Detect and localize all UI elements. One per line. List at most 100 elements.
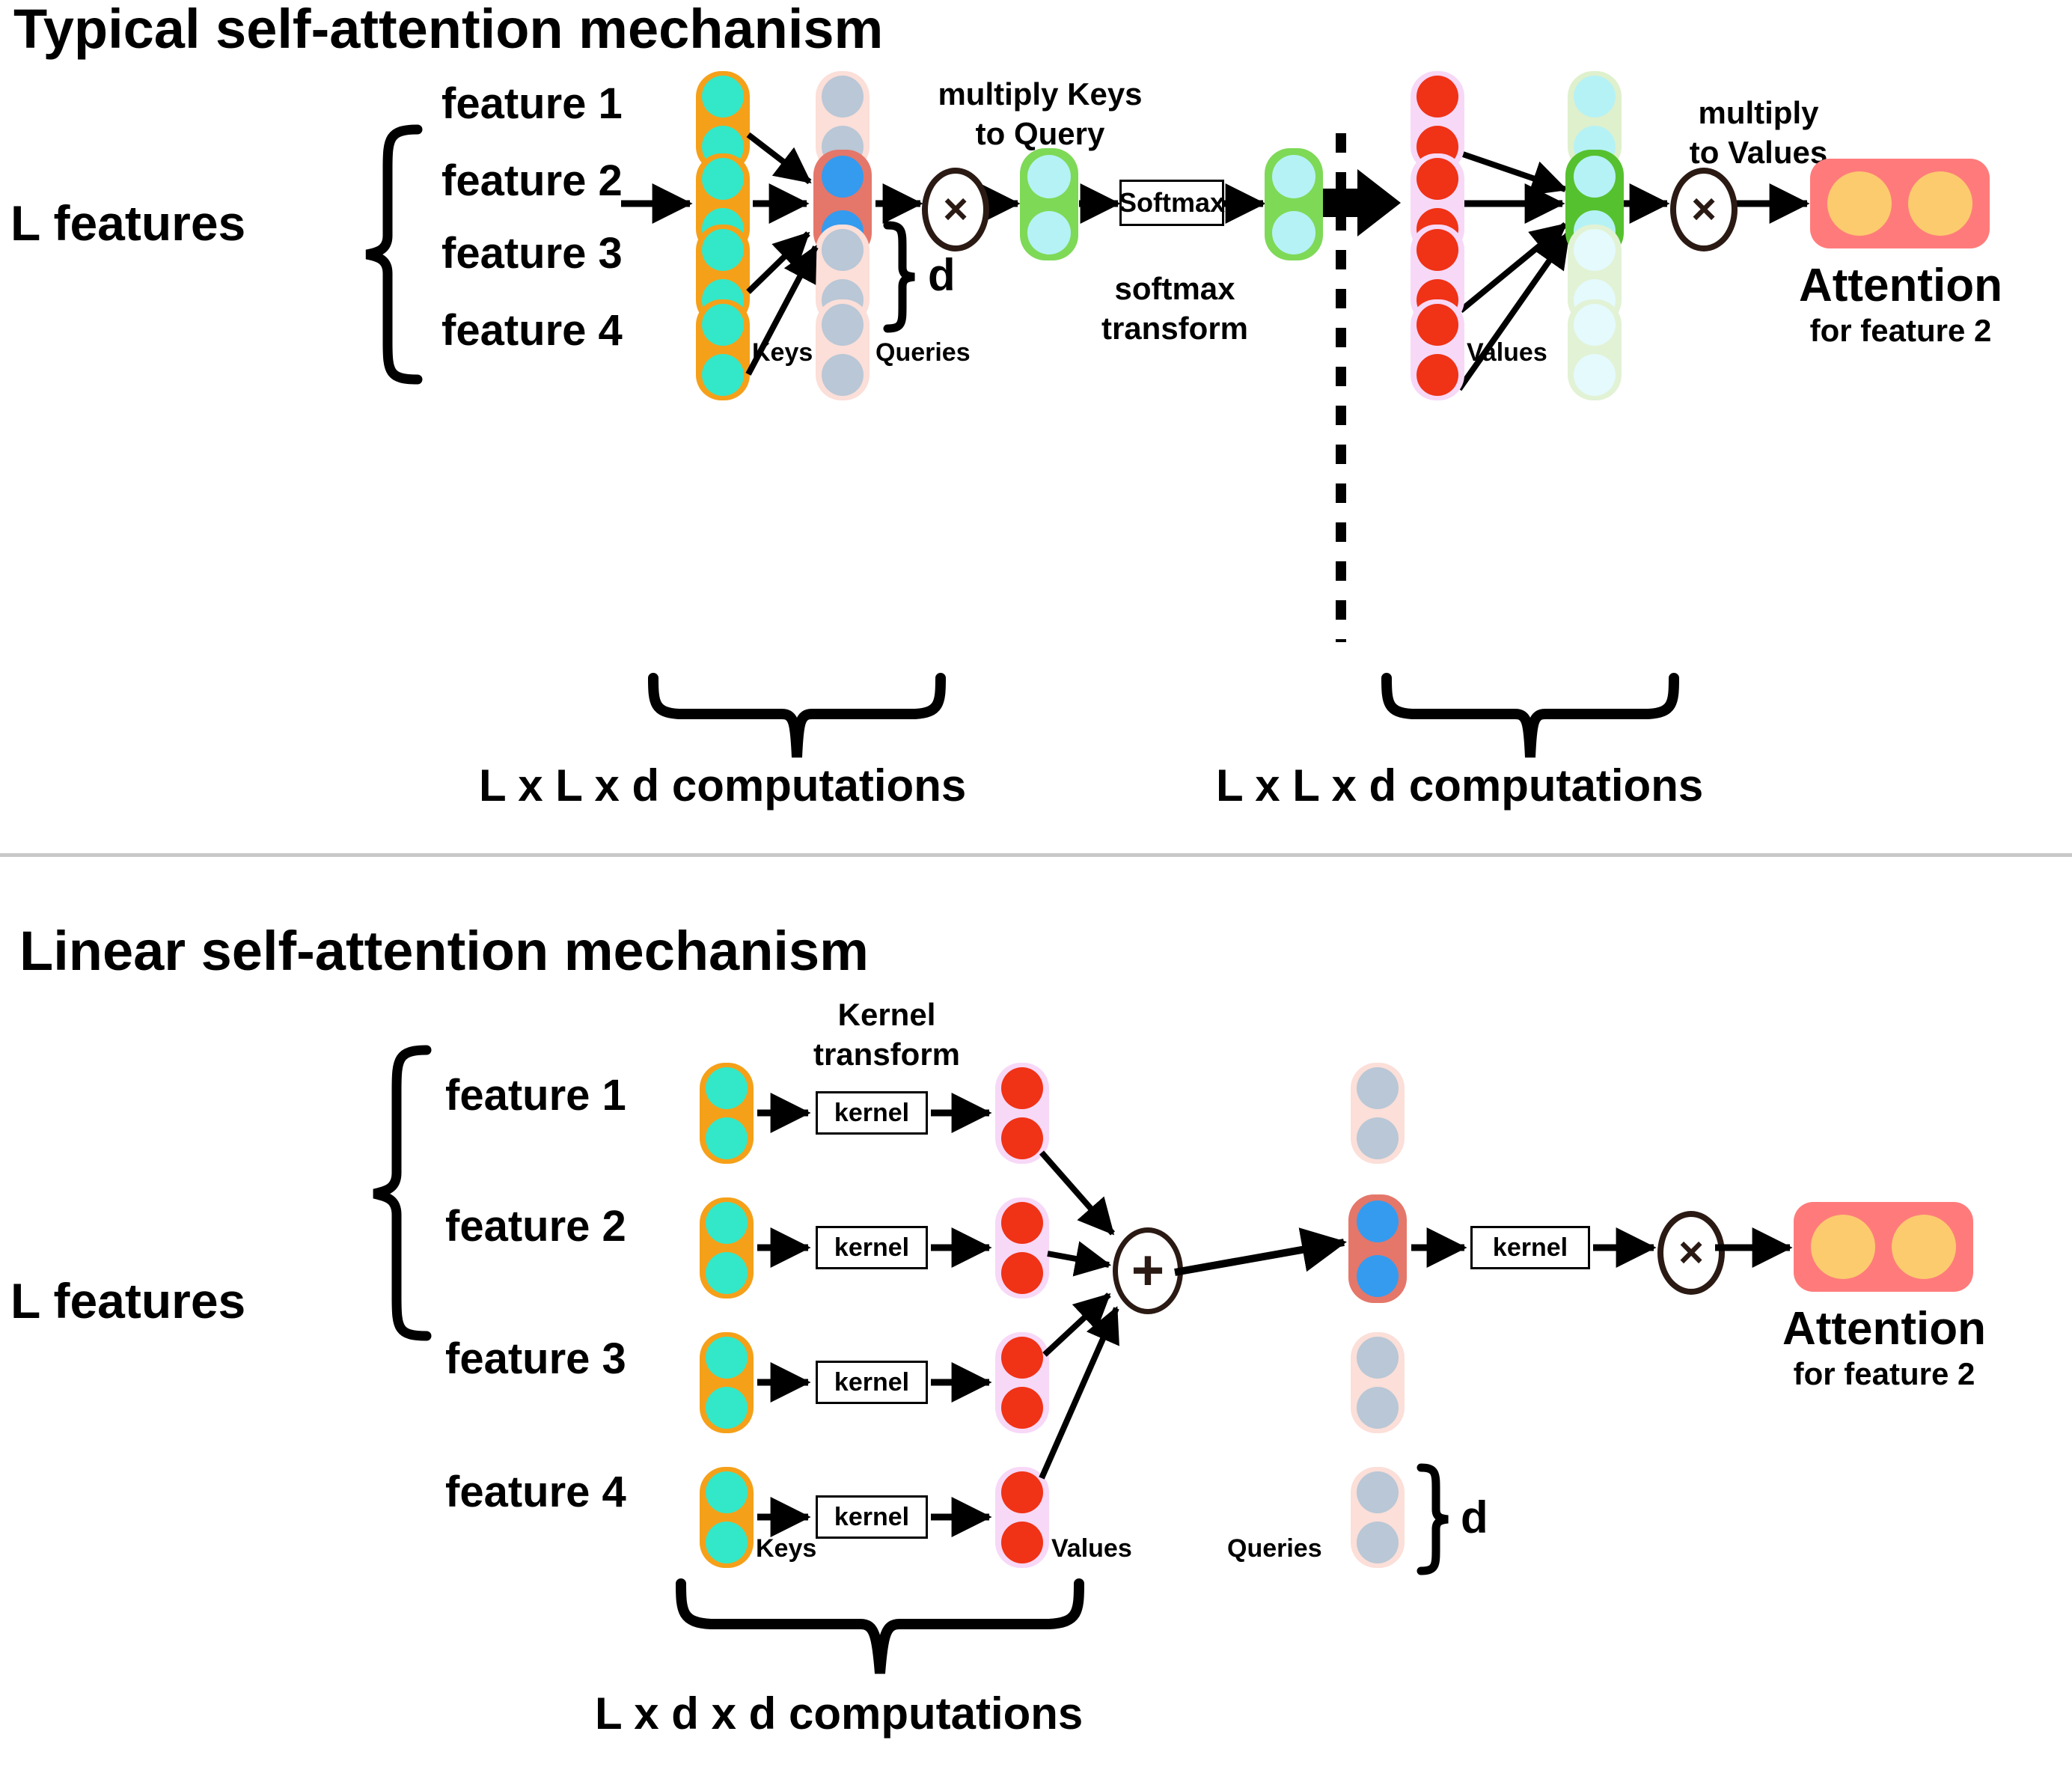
dim-brace-bottom	[1417, 1463, 1449, 1575]
panel-title-linear: Linear self-attention mechanism	[19, 920, 869, 982]
values-column-label-top: Values	[1467, 338, 1547, 367]
keys-dot	[702, 75, 744, 118]
keys-dot	[702, 354, 744, 397]
l-features-brace-top	[365, 124, 423, 385]
annotation-multiply-to-values: multiply to Values	[1639, 94, 1878, 172]
queries-capsule-top-4	[816, 299, 870, 400]
queries-dot	[822, 354, 864, 397]
kernel-box-2: kernel	[816, 1226, 928, 1269]
values-dot	[1001, 1387, 1043, 1429]
score-dot	[1027, 154, 1071, 198]
group-label-l-features-top: L features	[10, 195, 246, 251]
complexity-label-bottom: L x d x d computations	[595, 1688, 1084, 1739]
feature-label-bottom-1: feature 1	[445, 1071, 626, 1120]
values-dot	[1001, 1201, 1043, 1244]
values-capsule-bottom-2	[995, 1197, 1049, 1299]
keys-capsule-bottom-4	[700, 1467, 754, 1568]
score-dot	[1027, 210, 1071, 254]
softmax-caption-line-1: softmax	[1114, 271, 1235, 306]
queries-dot	[822, 228, 864, 271]
annotation-multiply-keys-to-query: multiply Keys to Query	[890, 75, 1190, 153]
feature-label-top-3: feature 3	[441, 229, 623, 278]
weighted-dot	[1574, 156, 1616, 198]
values-dot	[1417, 228, 1458, 271]
query-highlight-dot	[1357, 1200, 1399, 1243]
keys-dot	[706, 1471, 748, 1513]
feature-label-bottom-4: feature 4	[445, 1468, 626, 1516]
queries-dot	[1357, 1336, 1399, 1379]
attention-title-top: Attention	[1798, 260, 2003, 311]
values-dot	[1001, 1471, 1043, 1513]
queries-dot	[1357, 1522, 1399, 1564]
values-capsule-bottom-4	[995, 1467, 1049, 1568]
values-dot	[1001, 1252, 1043, 1295]
attention-output-bottom	[1794, 1202, 1973, 1292]
feature-label-bottom-3: feature 3	[445, 1334, 626, 1383]
scores-capsule-pre-softmax	[1020, 148, 1078, 260]
queries-capsule-bottom-1	[1351, 1063, 1405, 1164]
multiply-glyph: ×	[1678, 1228, 1704, 1277]
annotation-line-2: to Values	[1689, 134, 1828, 170]
complexity-brace-right-top	[1381, 673, 1679, 758]
queries-dot	[1357, 1066, 1399, 1109]
query-highlight-dot	[1357, 1254, 1399, 1297]
complexity-brace-bottom	[676, 1578, 1084, 1674]
keys-column-label-bottom: Keys	[756, 1534, 817, 1563]
values-dot	[1417, 354, 1458, 397]
query-highlight-dot	[822, 156, 864, 198]
keys-dot	[706, 1117, 748, 1160]
weighted-dot	[1574, 228, 1616, 271]
weighted-dot	[1574, 303, 1616, 346]
group-label-l-features-bottom: L features	[10, 1273, 246, 1328]
values-dot	[1001, 1117, 1043, 1160]
values-dot	[1417, 75, 1458, 118]
score-dot	[1272, 154, 1315, 198]
keys-dot	[706, 1336, 748, 1379]
annotation-kernel-transform: Kernel transform	[774, 995, 999, 1074]
score-dot	[1272, 210, 1315, 254]
kernel-transform-line-1: Kernel	[837, 997, 936, 1032]
keys-capsule-top-4	[696, 299, 750, 400]
queries-dot	[1357, 1471, 1399, 1513]
phase-separator-dashed	[1336, 133, 1346, 642]
keys-dot	[706, 1522, 748, 1564]
phase-transition-arrow	[1323, 169, 1401, 237]
keys-dot	[706, 1252, 748, 1295]
multiply-icon-2: ×	[1670, 168, 1738, 251]
multiply-glyph: ×	[943, 185, 968, 234]
keys-dot	[702, 157, 744, 200]
feature-label-top-1: feature 1	[441, 79, 623, 128]
keys-capsule-bottom-3	[700, 1332, 754, 1433]
dim-label-top: d	[928, 250, 956, 300]
softmax-box: Softmax	[1119, 180, 1225, 226]
keys-dot	[706, 1387, 748, 1429]
queries-dot	[1357, 1387, 1399, 1429]
keys-dot	[702, 303, 744, 346]
attention-dot	[1810, 1215, 1875, 1279]
queries-capsule-bottom-2-highlighted	[1348, 1194, 1407, 1303]
query-kernel-box: kernel	[1470, 1226, 1590, 1269]
kernel-box-1: kernel	[816, 1091, 928, 1135]
keys-dot	[706, 1201, 748, 1244]
queries-dot	[1357, 1117, 1399, 1160]
complexity-label-right-top: L x L x d computations	[1216, 760, 1704, 811]
feature-label-top-4: feature 4	[441, 306, 623, 355]
values-dot	[1417, 157, 1458, 200]
values-capsule-top-4	[1411, 299, 1464, 400]
values-dot	[1001, 1336, 1043, 1379]
weighted-dot	[1574, 75, 1616, 118]
kernel-box-3: kernel	[816, 1361, 928, 1404]
multiply-icon-1: ×	[922, 168, 989, 251]
queries-dot	[822, 303, 864, 346]
keys-dot	[702, 228, 744, 271]
attention-dot	[1892, 1215, 1957, 1279]
attention-title-bottom: Attention	[1782, 1303, 1987, 1355]
attention-dot	[1827, 171, 1892, 236]
kernel-transform-line-2: transform	[813, 1036, 961, 1072]
keys-capsule-top-1	[696, 71, 750, 172]
annotation-line-1: multiply	[1698, 95, 1819, 130]
values-dot	[1417, 303, 1458, 346]
values-dot	[1001, 1066, 1043, 1109]
